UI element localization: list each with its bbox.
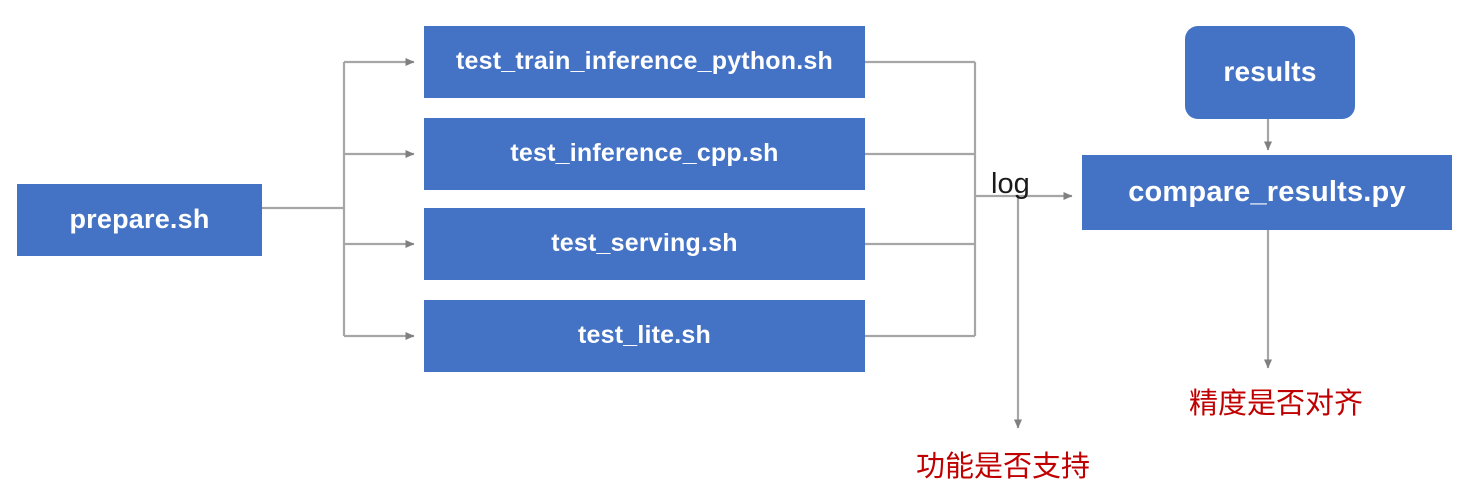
- node-test-lite-sh[interactable]: test_lite.sh: [424, 300, 865, 372]
- node-test-serving-sh[interactable]: test_serving.sh: [424, 208, 865, 280]
- annotation-precision-aligned: 精度是否对齐: [1189, 388, 1364, 420]
- node-results[interactable]: results: [1185, 26, 1355, 119]
- edge-label-log: log: [991, 168, 1030, 200]
- annotation-feature-support: 功能是否支持: [916, 451, 1091, 483]
- node-compare-results-py[interactable]: compare_results.py: [1082, 155, 1452, 230]
- node-test-inference-cpp-sh[interactable]: test_inference_cpp.sh: [424, 118, 865, 190]
- node-test-train-inference-python-sh[interactable]: test_train_inference_python.sh: [424, 26, 865, 98]
- node-prepare-sh[interactable]: prepare.sh: [17, 184, 262, 256]
